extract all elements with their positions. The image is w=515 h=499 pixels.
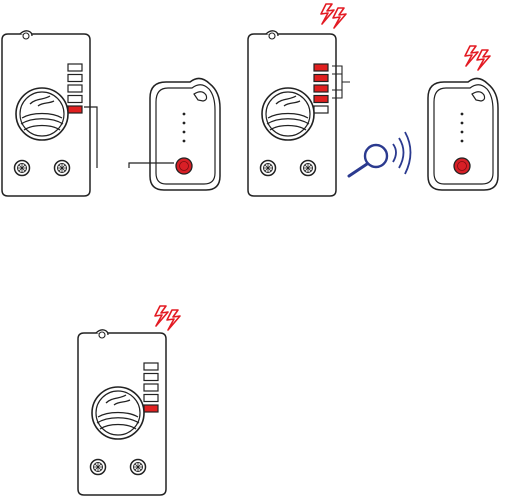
led-indicator: [68, 106, 82, 113]
wave-3: [405, 132, 411, 174]
lightning-bolt-icon: [321, 4, 346, 28]
lightning-bolt-icon: [155, 306, 180, 330]
led-indicator: [144, 374, 158, 381]
transmitter-unit: [248, 31, 336, 196]
led-indicator: [68, 75, 82, 82]
search-icon: [349, 132, 411, 176]
led-indicator: [144, 363, 158, 370]
screw-icon: [301, 161, 316, 176]
wave-1: [393, 144, 396, 162]
screw-icon: [15, 161, 30, 176]
remote-led-dot: [461, 122, 464, 125]
led-indicator: [68, 64, 82, 71]
lanyard-hole: [99, 332, 105, 338]
remote-led-dot: [183, 131, 186, 134]
remote-led-dot: [461, 113, 464, 116]
led-indicator: [68, 85, 82, 92]
led-indicator: [314, 75, 328, 82]
lanyard-hole: [23, 33, 29, 39]
led-indicator: [314, 96, 328, 103]
screw-icon: [131, 460, 146, 475]
led-indicator: [144, 405, 158, 412]
transmitter-unit: [78, 330, 166, 495]
remote-led-dot: [461, 140, 464, 143]
transmitter-unit: [2, 31, 90, 196]
remote-led-dot: [461, 131, 464, 134]
screw-icon: [55, 161, 70, 176]
signal-burst-icon: [321, 4, 346, 28]
remote-button: [176, 158, 192, 174]
dial-knob-icon: [16, 88, 68, 140]
remote-fob: [428, 78, 498, 190]
remote-button: [454, 158, 470, 174]
lanyard-hole: [269, 33, 275, 39]
screw-icon: [261, 161, 276, 176]
remote-led-dot: [183, 122, 186, 125]
dial-knob-icon: [262, 88, 314, 140]
led-indicator: [144, 384, 158, 391]
led-indicator: [314, 106, 328, 113]
signal-burst-icon: [155, 306, 180, 330]
wave-2: [399, 138, 404, 168]
remote-fob: [150, 78, 220, 190]
led-indicator: [144, 395, 158, 402]
lightning-bolt-icon: [465, 46, 490, 70]
led-indicator: [314, 85, 328, 92]
remote-led-dot: [183, 113, 186, 116]
led-indicator: [68, 96, 82, 103]
remote-led-dot: [183, 140, 186, 143]
magnifier-handle: [349, 164, 367, 176]
led-indicator: [314, 64, 328, 71]
signal-burst-icon: [465, 46, 490, 70]
dial-knob-icon: [92, 387, 144, 439]
screw-icon: [91, 460, 106, 475]
